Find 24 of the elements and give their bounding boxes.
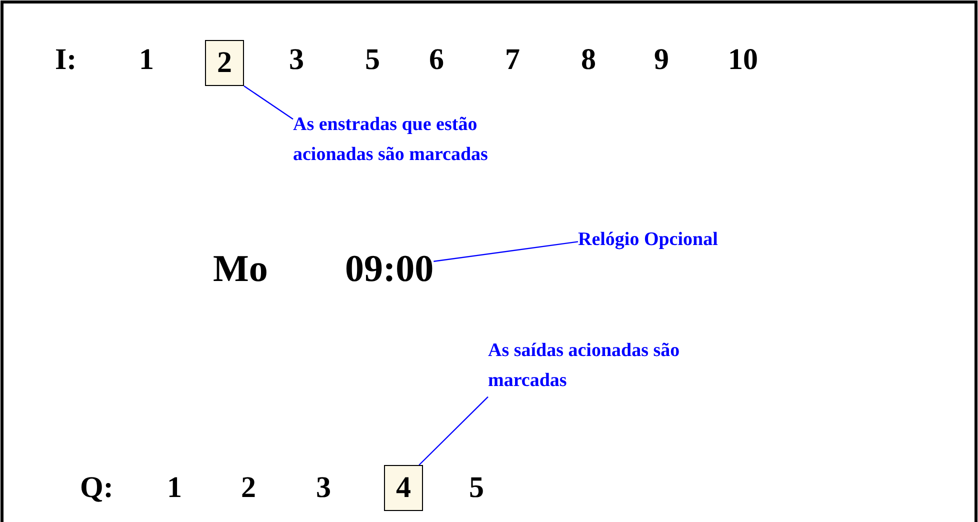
input-number: 7 bbox=[505, 45, 520, 75]
callout-text: As enstradas que estão acionadas são marcadas bbox=[293, 110, 553, 171]
callout-text: As saídas acionadas são marcadas bbox=[488, 336, 748, 397]
leader-line bbox=[418, 396, 488, 466]
output-number: 2 bbox=[241, 473, 256, 503]
input-number: 10 bbox=[728, 45, 758, 75]
leader-line bbox=[244, 86, 294, 120]
callout-text: Relógio Opcional bbox=[578, 225, 808, 256]
highlighted-input-number: 2 bbox=[205, 40, 244, 86]
input-number: 1 bbox=[139, 45, 154, 75]
output-number: 1 bbox=[167, 473, 182, 503]
output-row-label: Q: bbox=[80, 473, 114, 503]
clock-time: 09:00 bbox=[345, 250, 434, 288]
input-number: 9 bbox=[654, 45, 669, 75]
output-number: 3 bbox=[316, 473, 331, 503]
input-number: 6 bbox=[429, 45, 444, 75]
input-row-label: I: bbox=[55, 45, 77, 75]
leader-line bbox=[434, 241, 578, 262]
input-number: 8 bbox=[581, 45, 596, 75]
highlighted-output-number: 4 bbox=[384, 465, 423, 511]
weekday: Mo bbox=[213, 250, 268, 288]
input-number: 5 bbox=[365, 45, 380, 75]
input-number: 3 bbox=[289, 45, 304, 75]
output-number: 5 bbox=[469, 473, 484, 503]
